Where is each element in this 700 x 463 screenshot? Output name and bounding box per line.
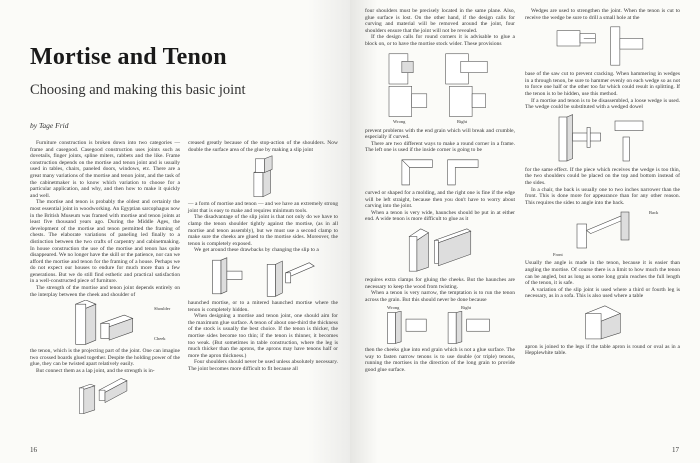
page-number: 16 xyxy=(30,446,37,454)
paragraph: The mortise and tenon is probably the ol… xyxy=(30,199,180,285)
label-right: Right xyxy=(457,118,468,124)
left-column-2: creased greatly because of the stop-acti… xyxy=(188,140,338,372)
column-1-text-b: prevent problems with the end grain whic… xyxy=(365,128,515,154)
paragraph: When a tenon is very narrow, the temptat… xyxy=(365,290,515,303)
loose-wedge-diagram xyxy=(558,113,643,162)
label-right-2: Right xyxy=(461,305,472,311)
slip-joint-leg-figure xyxy=(525,302,680,342)
paragraph: four shoulders must be precisely located… xyxy=(365,8,515,34)
paragraph: the tenon, which is the projecting part … xyxy=(30,348,180,368)
label-cheek: Cheek xyxy=(154,336,166,342)
article-title: Mortise and Tenon xyxy=(30,44,227,70)
column-2-text-e: apron is joined to the legs if the table… xyxy=(525,344,680,357)
right-column-1: four shoulders must be precisely located… xyxy=(365,8,515,374)
frame-corner-diagram xyxy=(401,159,479,186)
paragraph: The strength of the mortise and tenon jo… xyxy=(30,285,180,298)
column-1-text-b: the tenon, which is the projecting part … xyxy=(30,348,180,374)
narrow-tenon-diagram xyxy=(387,311,490,345)
left-column-1: Furniture construction is broken down in… xyxy=(30,140,180,417)
paragraph: In a chair, the back is usually one to t… xyxy=(525,186,680,206)
slip-joint-figure xyxy=(188,155,338,199)
slip-joint-leg-diagram xyxy=(584,305,621,340)
paragraph: Furniture construction is broken down in… xyxy=(30,140,180,199)
paragraph: for the same effect. If the piece which … xyxy=(525,166,680,186)
label-shoulder: Shoulder xyxy=(154,306,171,312)
paragraph: Four shoulders should never be used unle… xyxy=(188,359,338,372)
paragraph: When a tenon is very wide, haunches shou… xyxy=(365,209,515,223)
paragraph: curved or shaped for a molding, and the … xyxy=(365,189,515,210)
round-corner-figure: Wrong Right xyxy=(365,50,515,126)
slip-joint-diagram xyxy=(253,155,273,198)
column-2-text-c: for the same effect. If the piece which … xyxy=(525,167,680,207)
column-1-text: Furniture construction is broken down in… xyxy=(30,140,180,298)
column-2-text-d: Usually the angle is made in the tenon, … xyxy=(525,260,680,300)
shoulder-cheek-figure: Shoulder Cheek xyxy=(30,300,180,346)
paragraph: — a form of mortise and tenon — and we h… xyxy=(188,201,338,214)
wide-tenon-figure xyxy=(365,225,515,275)
paragraph: requires extra clamps for gluing the che… xyxy=(365,276,515,290)
paragraph: The disadvantage of the slip joint is th… xyxy=(188,214,338,247)
chair-angle-diagram xyxy=(576,212,629,249)
label-back: Back xyxy=(649,210,659,216)
byline: by Tage Frid xyxy=(30,121,69,130)
chair-angle-figure: Back Front xyxy=(525,208,680,258)
label-front: Front xyxy=(553,252,563,258)
paragraph: prevent problems with the end grain whic… xyxy=(365,127,515,141)
narrow-tenon-figure: Wrong Right xyxy=(365,305,515,345)
column-2-text-a: Wedges are used to strengthen the joint.… xyxy=(525,8,680,21)
lap-joint-diagram xyxy=(78,377,128,414)
haunched-mortise-diagrams xyxy=(212,257,315,297)
paragraph: Wedges are used to strengthen the joint.… xyxy=(525,8,680,21)
page-number: 17 xyxy=(672,446,679,454)
wedge-diagram xyxy=(556,26,643,66)
column-2-text-b: base of the saw cut to prevent cracking.… xyxy=(525,71,680,111)
paragraph: Usually the angle is made in the tenon, … xyxy=(525,260,680,287)
paragraph: We get around these drawbacks by changin… xyxy=(194,247,319,254)
right-page: four shoulders must be precisely located… xyxy=(350,0,700,463)
frame-corner-figure xyxy=(365,156,515,188)
column-2-text-a: creased greatly because of the stop-acti… xyxy=(188,140,338,153)
paragraph: A variation of the slip joint is used wh… xyxy=(525,286,680,300)
label-wrong: Wrong xyxy=(393,118,406,124)
right-column-2: Wedges are used to strengthen the joint.… xyxy=(525,8,680,357)
column-1-text-c: curved or shaped for a molding, and the … xyxy=(365,190,515,223)
haunched-mortise-figure xyxy=(188,256,338,298)
paragraph: If a mortise and tenon is to be disassem… xyxy=(525,97,680,111)
article-subtitle: Choosing and making this basic joint xyxy=(30,82,246,98)
loose-wedge-figure xyxy=(525,113,680,165)
paragraph: base of the saw cut to prevent cracking.… xyxy=(525,71,680,97)
wide-tenon-diagram xyxy=(408,228,472,272)
paragraph: When designing a mortise and tenon joint… xyxy=(188,313,338,359)
lap-joint-figure xyxy=(30,377,180,415)
paragraph: There are two different ways to make a r… xyxy=(365,140,515,154)
paragraph: If the design calls for round corners it… xyxy=(365,34,515,47)
paragraph: But connect them as a lap joint, and the… xyxy=(36,368,155,375)
wedge-figure xyxy=(525,23,680,69)
paragraph: creased greatly because of the stop-acti… xyxy=(188,140,338,153)
label-wrong-2: Wrong xyxy=(387,305,400,311)
paragraph: then the cheeks glue into end grain whic… xyxy=(365,347,515,374)
shoulder-cheek-diagram xyxy=(74,300,134,346)
column-2-text-c: haunched mortise, or to a mitered haunch… xyxy=(188,300,338,373)
column-2-text-b: — a form of mortise and tenon — and we h… xyxy=(188,201,338,254)
paragraph: haunched mortise, or to a mitered haunch… xyxy=(188,299,338,313)
column-1-text-a: four shoulders must be precisely located… xyxy=(365,8,515,48)
round-corner-diagram xyxy=(388,53,488,117)
column-1-text-d: requires extra clamps for gluing the che… xyxy=(365,277,515,303)
left-page: Mortise and Tenon Choosing and making th… xyxy=(0,0,350,463)
paragraph: apron is joined to the legs if the table… xyxy=(525,343,680,357)
column-1-text-e: then the cheeks glue into end grain whic… xyxy=(365,347,515,373)
